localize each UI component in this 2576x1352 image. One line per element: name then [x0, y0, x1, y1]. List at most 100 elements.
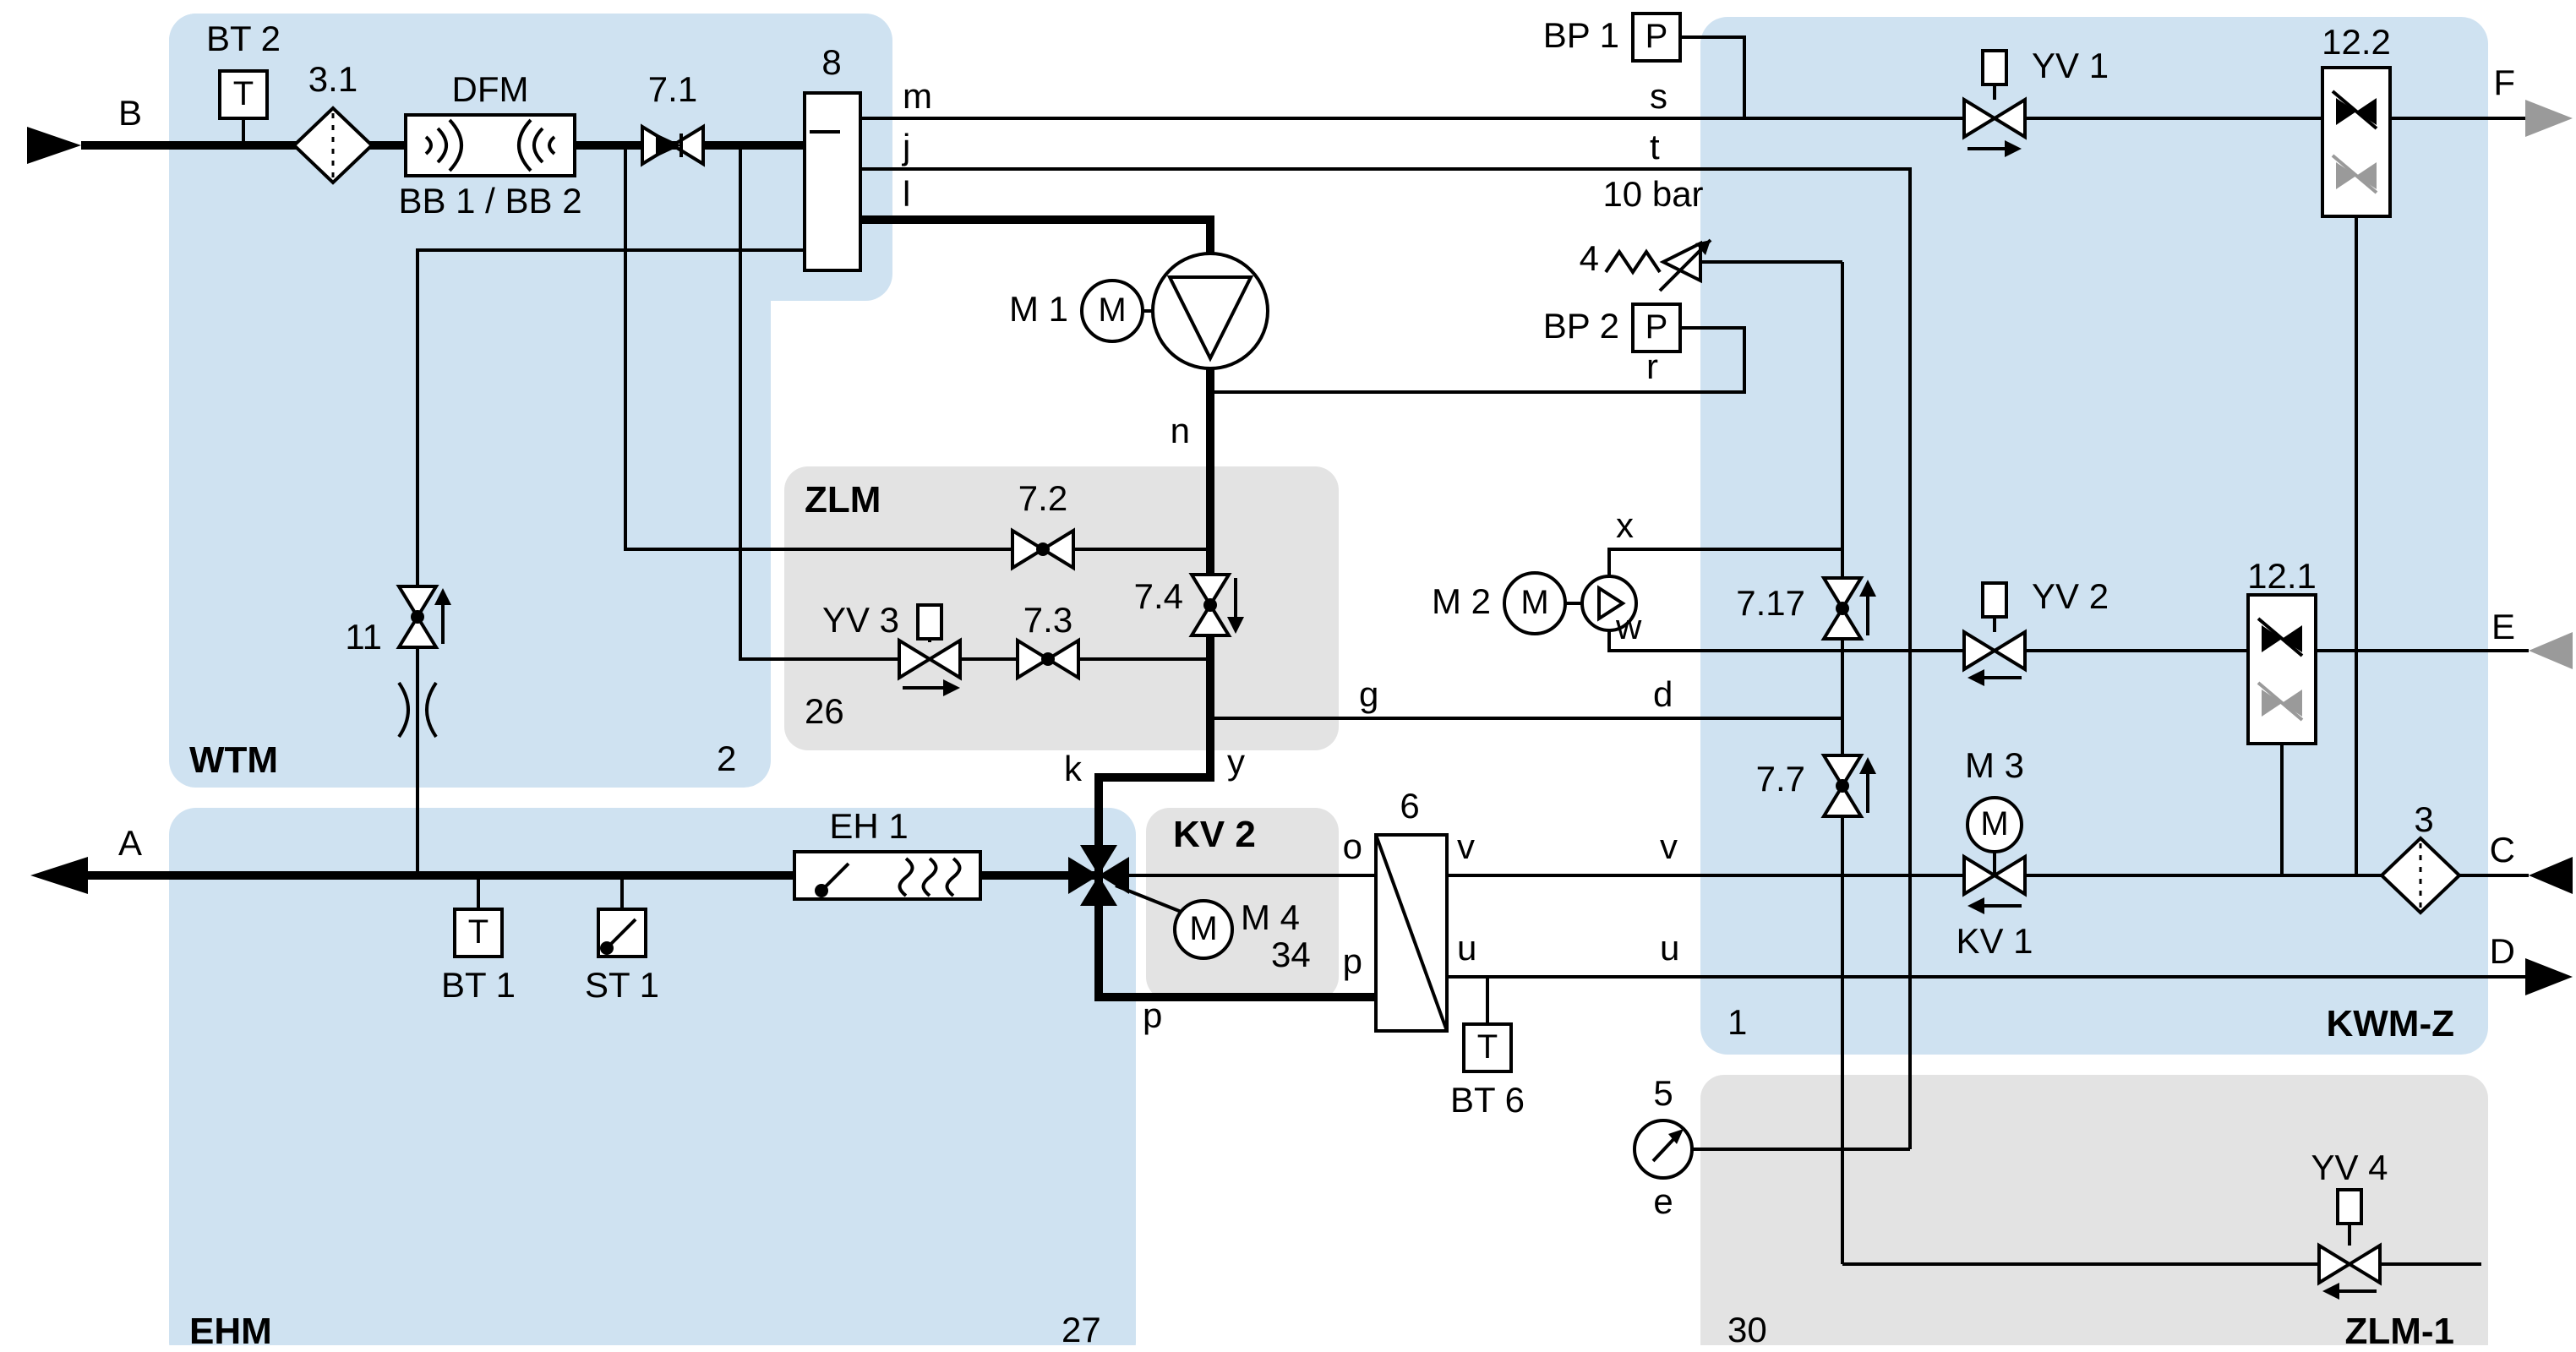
line-label-t: t [1650, 128, 1660, 167]
label-7-7: 7.7 [1755, 760, 1805, 799]
sensor-boxes [218, 12, 1682, 1073]
line-label-u: u [1660, 930, 1680, 968]
line-label-m: m [903, 78, 932, 117]
label-bp1: BP 1 [1542, 17, 1619, 56]
line-label-k: k [1064, 750, 1082, 789]
module-label-zlm1: ZLM-1 [2344, 1310, 2454, 1352]
valve-block-12-2 [2321, 66, 2392, 218]
label-m1: M 1 [1008, 291, 1068, 330]
label-bt2: BT 2 [206, 20, 281, 59]
line-label-v: v [1457, 828, 1475, 867]
label-st1: ST 1 [585, 967, 659, 1006]
motor-letter-m: M [1189, 911, 1218, 948]
sensor-letter-t: T [1476, 1029, 1498, 1066]
label-7-2: 7.2 [1018, 480, 1068, 519]
label-6: 6 [1400, 788, 1420, 826]
module-label-wtm: WTM [189, 739, 279, 781]
inlet-e-arrow-icon [2529, 632, 2573, 669]
port-label-d: D [2489, 933, 2515, 972]
label-7-4: 7.4 [1133, 578, 1183, 617]
port-label-b: B [118, 95, 143, 134]
valve-block-12-1 [2246, 593, 2317, 745]
thermometer-icon [600, 918, 637, 955]
module-number-kwmz: 1 [1727, 1004, 1748, 1043]
valve-7-17-icon [1820, 576, 1876, 641]
module-number-kv2: 34 [1271, 936, 1311, 975]
motor-letter-m: M [1520, 585, 1549, 622]
gauge-5 [1633, 1119, 1694, 1180]
module-number-wtm: 2 [717, 740, 737, 779]
label-bt6: BT 6 [1450, 1082, 1525, 1120]
module-label-zlm: ZLM [805, 478, 881, 521]
line-label-v: v [1660, 828, 1678, 867]
label-4: 4 [1579, 240, 1599, 279]
label-12-2: 12.2 [2322, 24, 2391, 63]
filter-3-icon [2379, 836, 2462, 915]
line-label-x: x [1616, 507, 1634, 546]
label-bp2: BP 2 [1542, 308, 1619, 346]
module-label-kwmz: KWM-Z [2326, 1002, 2455, 1044]
line-label-l: l [903, 176, 911, 215]
sensor-bp1-box [1631, 12, 1682, 63]
sensor-letter-p: P [1645, 19, 1668, 56]
label-7-3: 7.3 [1023, 602, 1073, 641]
label-eh1: EH 1 [829, 808, 909, 847]
motor-m4-icon [1173, 899, 1234, 960]
label-yv2: YV 2 [2032, 578, 2109, 617]
label-11: 11 [345, 619, 382, 657]
inlet-c-arrow-icon [2529, 857, 2573, 894]
module-regions [169, 14, 2488, 1345]
line-label-j: j [903, 128, 911, 167]
valve-11-icon [396, 585, 451, 649]
line-label-d: d [1653, 676, 1673, 715]
line-label-g: g [1359, 676, 1379, 715]
line-label-p: p [1342, 943, 1362, 982]
line-label-y: y [1227, 744, 1245, 782]
label-8: 8 [821, 44, 842, 83]
label-yv1: YV 1 [2032, 47, 2109, 86]
exchanger-6 [1374, 833, 1449, 1033]
line-label-n: n [1170, 412, 1190, 451]
flow-meter-dfm [404, 113, 576, 177]
label-yv4: YV 4 [2311, 1149, 2388, 1188]
label-7-17: 7.17 [1736, 585, 1805, 624]
label-5: 5 [1653, 1075, 1673, 1114]
pump-m2 [1503, 571, 1638, 635]
label-yv3: YV 3 [821, 602, 899, 641]
relief-valve-4-icon [1604, 238, 1712, 292]
port-label-a: A [118, 825, 143, 864]
solenoid-valve-yv1-icon [1962, 49, 2027, 157]
module-label-kv2: KV 2 [1173, 813, 1256, 855]
region-zlm [784, 466, 1339, 750]
outlet-a-arrow-icon [30, 857, 88, 894]
check-valve-7-1-icon [641, 123, 705, 167]
sensor-letter-t: T [232, 76, 254, 113]
motor-m2-icon [1503, 571, 1567, 635]
mixing-valve-kv2-icon [1068, 845, 1129, 906]
label-kv1: KV 1 [1956, 923, 2033, 962]
valve-7-4-icon [1188, 573, 1244, 637]
line-label-e: e [1653, 1183, 1673, 1222]
port-label-c: C [2489, 831, 2515, 870]
solenoid-valve-yv2-icon [1962, 581, 2027, 686]
inlet-b-arrow-icon [27, 127, 81, 164]
label-m2: M 2 [1431, 583, 1491, 622]
outlet-f-arrow-icon [2525, 100, 2573, 137]
valve-kv1-icon [1962, 853, 2027, 914]
heater-eh1 [793, 850, 982, 901]
label-bb1-bb2: BB 1 / BB 2 [398, 183, 582, 221]
line-label-p: p [1143, 997, 1163, 1036]
label-7-1: 7.1 [647, 71, 698, 110]
outlet-d-arrow-icon [2525, 958, 2573, 995]
port-label-e: E [2491, 608, 2515, 647]
motor-m1-icon [1080, 279, 1144, 343]
solenoid-valve-yv3-icon [898, 603, 962, 696]
port-label-f: F [2493, 64, 2515, 103]
line-label-r: r [1646, 348, 1658, 387]
solenoid-valve-yv4-icon [2317, 1188, 2382, 1300]
label-bt1: BT 1 [441, 967, 516, 1006]
label-3: 3 [2414, 801, 2434, 840]
module-number-ehm: 27 [1062, 1311, 1101, 1350]
sensor-bt1-box [453, 908, 504, 958]
